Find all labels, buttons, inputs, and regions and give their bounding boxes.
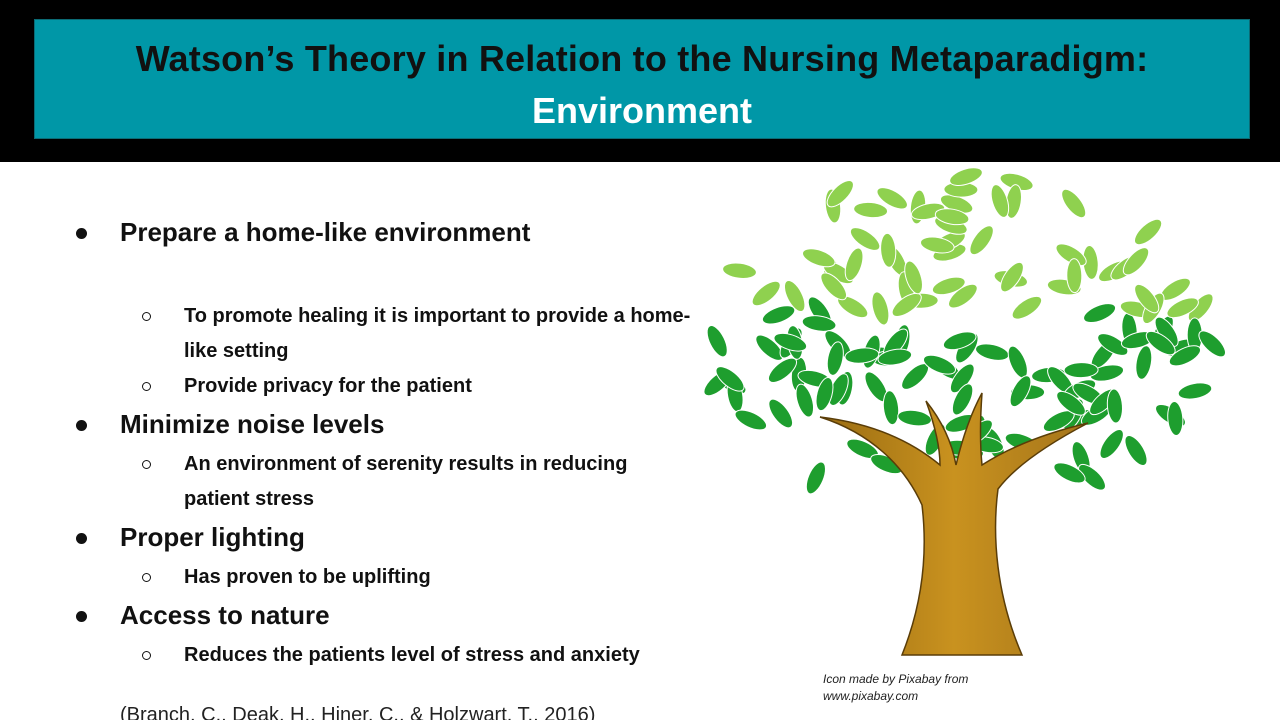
bullet-marker xyxy=(76,420,87,431)
leaf xyxy=(734,409,768,431)
slide-subtitle: Environment xyxy=(531,90,753,131)
leaf xyxy=(820,272,848,301)
leaf xyxy=(876,187,908,210)
leaf xyxy=(768,398,794,429)
leaf xyxy=(1124,435,1148,466)
title-box: Watson’s Theory in Relation to the Nursi… xyxy=(34,19,1250,139)
sub-bullet-serenity-line2: patient stress xyxy=(184,488,315,510)
bullet-marker xyxy=(76,611,87,622)
leaf xyxy=(1099,429,1124,459)
leaf xyxy=(1066,258,1083,294)
leaf xyxy=(891,292,922,317)
leaf xyxy=(904,260,923,295)
leaf xyxy=(1097,333,1129,356)
sub-bullet-healing-line2: like setting xyxy=(184,340,289,362)
leaf xyxy=(805,461,826,495)
leaf xyxy=(1106,388,1123,424)
leaf xyxy=(1056,390,1086,416)
sub-bullet-marker xyxy=(142,573,151,582)
leaf xyxy=(922,354,957,375)
leaf xyxy=(1122,247,1150,276)
leaf xyxy=(1053,462,1086,484)
leaf xyxy=(706,325,728,358)
citation: (Branch, C., Deak, H., Hiner, C., & Holz… xyxy=(120,704,596,720)
leaf xyxy=(897,409,932,427)
leaf xyxy=(1063,362,1099,379)
bullet-marker xyxy=(76,228,87,239)
leaf xyxy=(722,262,757,279)
leaf xyxy=(949,363,975,394)
image-credit-line2: www.pixabay.com xyxy=(823,689,919,703)
leaf xyxy=(1167,401,1184,436)
sub-bullet-marker xyxy=(142,460,151,469)
leaf xyxy=(801,315,837,332)
leaf xyxy=(882,390,900,426)
leaf xyxy=(877,348,913,366)
sub-bullet-privacy: Provide privacy for the patient xyxy=(184,375,472,397)
leaf xyxy=(773,332,808,352)
bullet-item-lighting: Proper lighting xyxy=(120,522,305,552)
leaf xyxy=(715,366,745,392)
leaf xyxy=(934,208,970,226)
leaf xyxy=(948,283,978,309)
image-credit-line1: Icon made by Pixabay from xyxy=(823,672,969,686)
bullet-marker xyxy=(76,533,87,544)
leaf xyxy=(761,305,796,325)
sub-bullet-stress-anxiety: Reduces the patients level of stress and… xyxy=(184,644,640,666)
leaf xyxy=(1083,303,1117,324)
leaf xyxy=(1134,283,1160,314)
leaf xyxy=(853,201,889,219)
slide-title: Watson’s Theory in Relation to the Nursi… xyxy=(135,38,1149,79)
sub-bullet-healing-line1: To promote healing it is important to pr… xyxy=(184,305,691,327)
sub-bullet-marker xyxy=(142,651,151,660)
leaf xyxy=(783,279,806,313)
leaf xyxy=(1061,188,1087,219)
leaf xyxy=(990,184,1010,218)
leaf xyxy=(1007,345,1028,379)
leaf xyxy=(931,276,966,296)
leaf xyxy=(849,227,881,251)
leaf xyxy=(880,232,897,268)
image-credit: Icon made by Pixabay from www.pixabay.co… xyxy=(823,671,968,705)
bullet-item-noise: Minimize noise levels xyxy=(120,409,385,439)
leaf xyxy=(1009,375,1032,408)
tree-trunk xyxy=(819,392,1089,656)
leaf xyxy=(1134,218,1163,246)
leaf xyxy=(1078,463,1106,491)
bullet-item-nature: Access to nature xyxy=(120,600,330,630)
leaf xyxy=(802,248,836,268)
leaf xyxy=(844,247,864,282)
sub-bullet-uplifting: Has proven to be uplifting xyxy=(184,566,431,588)
leaf xyxy=(969,225,994,256)
sub-bullet-marker xyxy=(142,382,151,391)
leaf xyxy=(942,331,977,351)
leaf xyxy=(1055,243,1087,267)
leaf xyxy=(795,383,815,418)
leaf xyxy=(1135,345,1153,380)
bullet-item-home-like: Prepare a home-like environment xyxy=(120,217,531,247)
leaf xyxy=(1168,345,1202,367)
tree-icon xyxy=(703,167,1226,656)
leaf xyxy=(1198,330,1226,358)
leaf xyxy=(871,291,890,326)
leaf xyxy=(951,383,974,416)
leaf xyxy=(1000,261,1024,293)
sub-bullet-serenity-line1: An environment of serenity results in re… xyxy=(184,453,628,475)
leaf xyxy=(1011,295,1043,320)
leaf xyxy=(826,180,854,208)
leaf xyxy=(920,236,955,254)
leaf xyxy=(844,347,880,364)
leaf xyxy=(1166,297,1199,319)
leaf xyxy=(949,167,983,186)
leaf xyxy=(1177,382,1213,400)
leaf xyxy=(826,341,844,376)
leaf xyxy=(815,377,834,412)
sub-bullet-marker xyxy=(142,312,151,321)
leaf xyxy=(755,334,784,361)
leaf xyxy=(751,280,781,307)
leaf xyxy=(975,343,1010,361)
